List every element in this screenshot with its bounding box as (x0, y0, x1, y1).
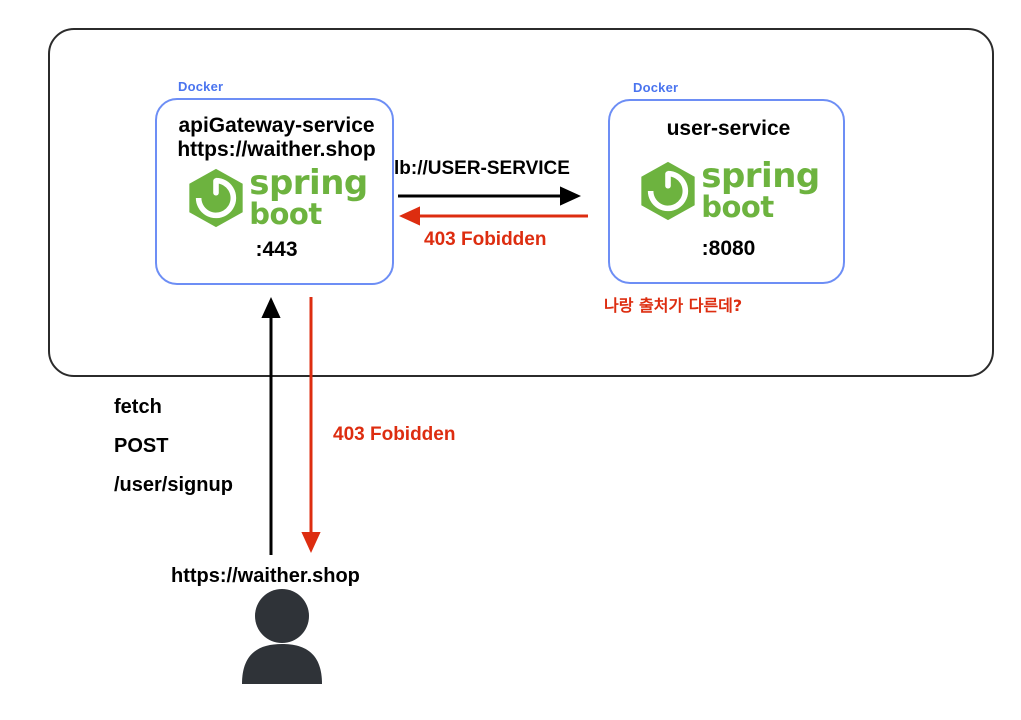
container-api-gateway: apiGateway-service https://waither.shop … (155, 98, 394, 285)
user-service-port: :8080 (701, 237, 756, 260)
docker-label-user-service: Docker (633, 80, 679, 95)
api-gateway-port: :443 (255, 238, 298, 261)
client-url-label: https://waither.shop (171, 565, 360, 587)
person-icon (242, 589, 322, 684)
edge-label-lb-user-service: lb://USER-SERVICE (394, 158, 570, 179)
edge-label-403-forbidden-internal: 403 Fobidden (424, 229, 547, 250)
request-method-fetch: fetch (114, 396, 162, 418)
spring-boot-leaf-icon (189, 168, 243, 228)
boot-word: boot (249, 197, 322, 232)
edge-label-403-forbidden-client: 403 Fobidden (333, 424, 456, 445)
boot-word: boot (701, 190, 774, 225)
request-path: /user/signup (114, 474, 233, 496)
user-service-title: user-service (666, 117, 791, 140)
api-gateway-url: https://waither.shop (177, 137, 376, 161)
arrow-gateway-to-user (398, 186, 581, 206)
request-method-post: POST (114, 435, 169, 457)
spring-boot-logo: spring boot (171, 166, 382, 230)
api-gateway-name: apiGateway-service (178, 114, 375, 137)
arrow-user-to-gateway (399, 206, 588, 226)
docker-label-api-gateway: Docker (178, 79, 224, 94)
container-user-service: user-service spring boot :8080 (608, 99, 845, 284)
host-boundary (48, 28, 994, 377)
arrow-client-to-gateway (261, 297, 281, 555)
origin-mismatch-note: 나랑 출처가 다른데? (604, 296, 743, 315)
arrow-gateway-to-client (301, 297, 321, 553)
spring-word: spring (249, 163, 368, 204)
spring-boot-wordmark: spring boot (701, 156, 820, 225)
spring-boot-leaf-icon (641, 161, 695, 221)
client-request-label: fetch POST /user/signup (114, 396, 233, 497)
spring-boot-wordmark: spring boot (249, 163, 368, 232)
spring-word: spring (701, 156, 820, 197)
api-gateway-title: apiGateway-service https://waither.shop (157, 114, 396, 161)
spring-boot-logo: spring boot (623, 159, 834, 223)
